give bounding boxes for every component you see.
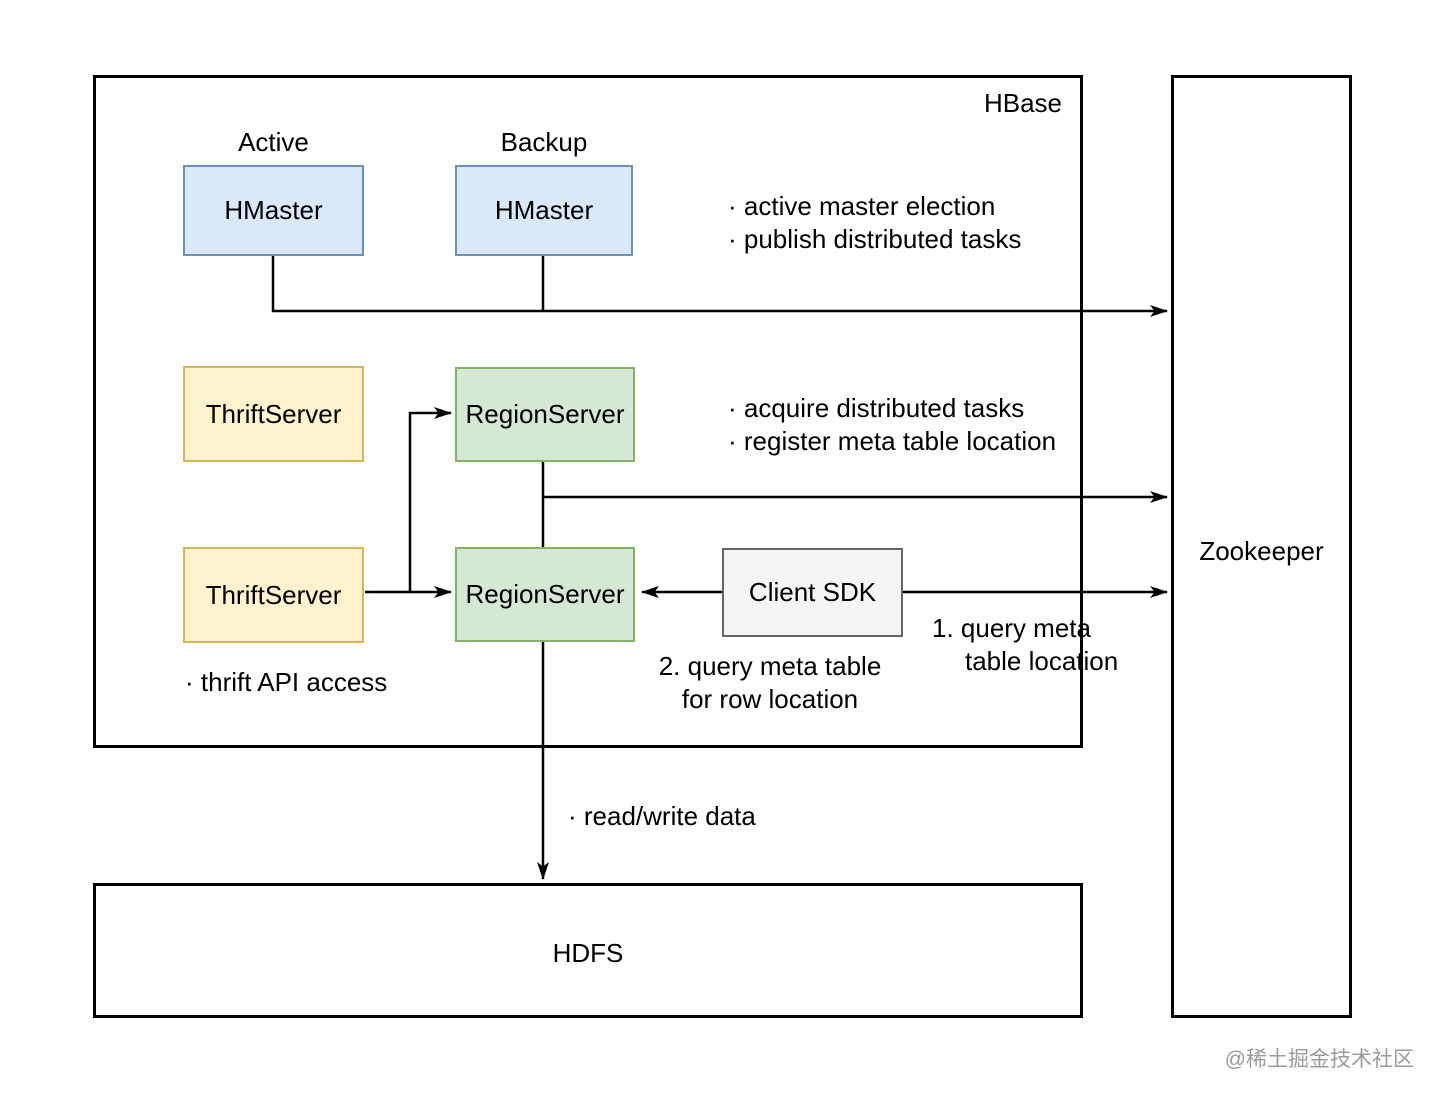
hmaster-backup-node: HMaster [455,165,633,256]
watermark: @稀土掘金技术社区 [1224,1048,1414,1071]
master-tasks-line2: · publish distributed tasks [728,224,1022,254]
active-caption: Active [238,127,309,157]
read-write-annotation: · read/write data [568,801,756,831]
thriftserver-top-node: ThriftServer [183,366,364,462]
master-tasks-line1: · active master election [728,191,996,221]
backup-caption: Backup [500,127,588,157]
region-tasks-line1: · acquire distributed tasks [728,393,1025,423]
region-tasks-annotation: · acquire distributed tasks · register m… [728,392,1056,458]
query-meta-1-line1: 1. query meta [932,613,1091,643]
region-tasks-line2: · register meta table location [728,426,1057,456]
regionserver-bottom-node: RegionServer [455,547,635,642]
query-meta-2-annotation: 2. query meta table for row location [630,650,910,716]
query-meta-2-line1: 2. query meta table [658,651,882,681]
query-meta-1-line2: table location [965,646,1119,676]
hdfs-label: HDFS [552,938,624,968]
hbase-label: HBase [983,88,1062,118]
hdfs-container: HDFS [93,883,1083,1018]
query-meta-2-line2: for row location [681,684,859,714]
thrift-access-annotation: · thrift API access [185,667,388,697]
thriftserver-bottom-node: ThriftServer [183,547,364,643]
client-sdk-node: Client SDK [722,548,903,637]
master-tasks-annotation: · active master election · publish distr… [728,190,1021,256]
regionserver-top-node: RegionServer [455,367,635,462]
hbase-container: HBase [93,75,1083,748]
query-meta-1-annotation: 1. query meta table location [932,612,1118,678]
zookeeper-container: Zookeeper [1171,75,1352,1018]
zookeeper-label: Zookeeper [1199,536,1324,566]
hmaster-active-node: HMaster [183,165,364,256]
